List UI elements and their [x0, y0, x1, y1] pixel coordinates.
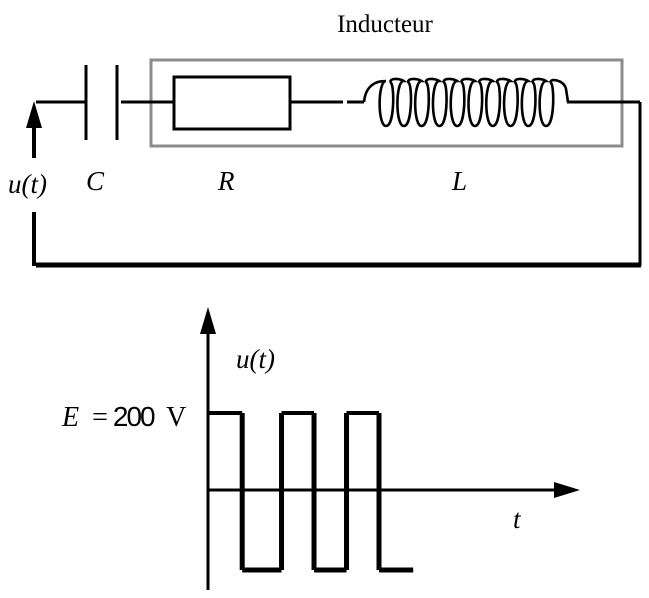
source-label: u(t) [8, 169, 47, 199]
inductor-group-label: Inducteur [337, 11, 433, 38]
amplitude-label: E = 200 V [61, 401, 186, 433]
inductor-coil-icon [362, 77, 570, 128]
source-label-text: u(t) [8, 169, 47, 199]
inductor-coil-path [362, 77, 570, 128]
resistor-icon [172, 75, 292, 131]
amplitude-eq: = [92, 402, 108, 433]
resistor-label: R [217, 166, 235, 196]
inductor-label: L [451, 166, 467, 196]
y-axis-arrow-icon [200, 307, 216, 334]
amplitude-unit: V [166, 402, 186, 433]
amplitude-var: E [61, 402, 79, 433]
y-axis-label: u(t) [236, 344, 275, 374]
square-waveform [208, 411, 414, 573]
t-axis-arrow-icon [554, 482, 580, 498]
voltage-chart: u(t) t E = 200 V [61, 307, 580, 590]
circuit: Inducteur u(t) C R L [8, 11, 642, 268]
amplitude-value: 200 [113, 401, 155, 432]
t-axis-label: t [513, 504, 522, 534]
source-arrow-icon [26, 101, 42, 158]
capacitor-icon [84, 65, 119, 140]
capacitor-label: C [86, 166, 105, 196]
